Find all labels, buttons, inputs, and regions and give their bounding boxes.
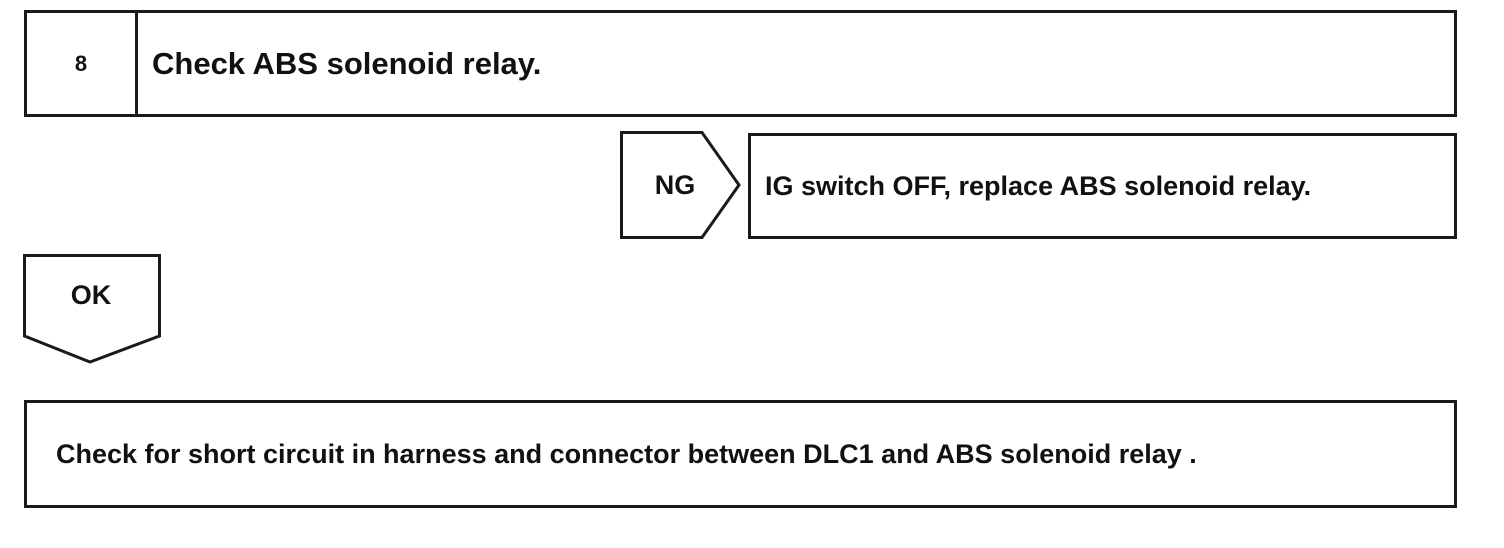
ok-label: OK [70,280,112,310]
step-title: Check ABS solenoid relay. [152,45,542,81]
ng-action-box: IG switch OFF, replace ABS solenoid rela… [748,133,1457,239]
ng-action-text: IG switch OFF, replace ABS solenoid rela… [765,170,1312,201]
next-step-box: Check for short circuit in harness and c… [24,400,1457,508]
ng-arrow-shape [620,131,741,239]
ng-label: NG [654,170,696,200]
step-header-box: 8 Check ABS solenoid relay. [24,10,1457,117]
next-step-text: Check for short circuit in harness and c… [56,438,1197,469]
step-number: 8 [27,13,138,114]
ok-arrow-shape [23,254,161,364]
